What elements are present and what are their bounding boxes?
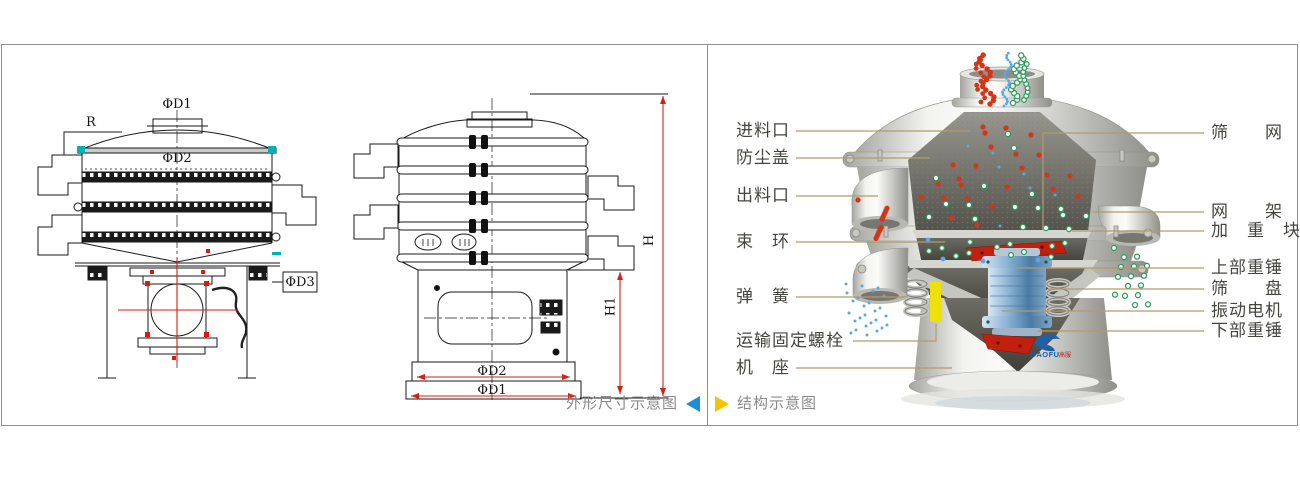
part-label-lower-weight: 下部重锤 — [1211, 321, 1283, 340]
part-label-spring: 弹 簧 — [736, 287, 790, 306]
part-label-transport-bolt: 运输固定螺栓 — [736, 331, 844, 350]
dim-label-d2-front: ΦD2 — [162, 151, 192, 166]
dim-label-d1-side: ΦD1 — [477, 383, 507, 398]
part-label-machine-base: 机 座 — [736, 358, 790, 377]
dim-label-d3: ΦD3 — [285, 275, 315, 290]
panel-divider — [707, 44, 708, 426]
yellow-right-arrow-icon — [715, 396, 729, 412]
part-label-mesh-frame: 网 架 — [1211, 202, 1283, 221]
blue-left-arrow-icon — [686, 396, 700, 412]
part-label-feed-inlet: 进料口 — [736, 121, 790, 140]
caption-structure: 结构示意图 — [737, 395, 818, 412]
part-label-weight-block: 加 重 块 — [1211, 221, 1300, 240]
part-label-upper-weight: 上部重锤 — [1211, 258, 1283, 277]
dim-label-d2-side: ΦD2 — [477, 364, 507, 379]
dim-label-d1-front: ΦD1 — [162, 97, 192, 112]
dim-label-h1: H1 — [603, 296, 619, 317]
part-label-vib-motor: 振动电机 — [1211, 301, 1283, 320]
part-label-dust-cover: 防尘盖 — [736, 148, 790, 167]
dim-label-h: H — [642, 234, 658, 247]
caption-dimensions: 外形尺寸示意图 — [565, 395, 678, 412]
part-label-sieve-tray: 筛 盘 — [1211, 279, 1283, 298]
part-label-screen-mesh: 筛 网 — [1211, 123, 1283, 142]
dim-label-r: R — [86, 115, 96, 130]
part-label-clamp-ring: 束 环 — [736, 232, 790, 251]
part-label-outlet: 出料口 — [736, 186, 790, 205]
